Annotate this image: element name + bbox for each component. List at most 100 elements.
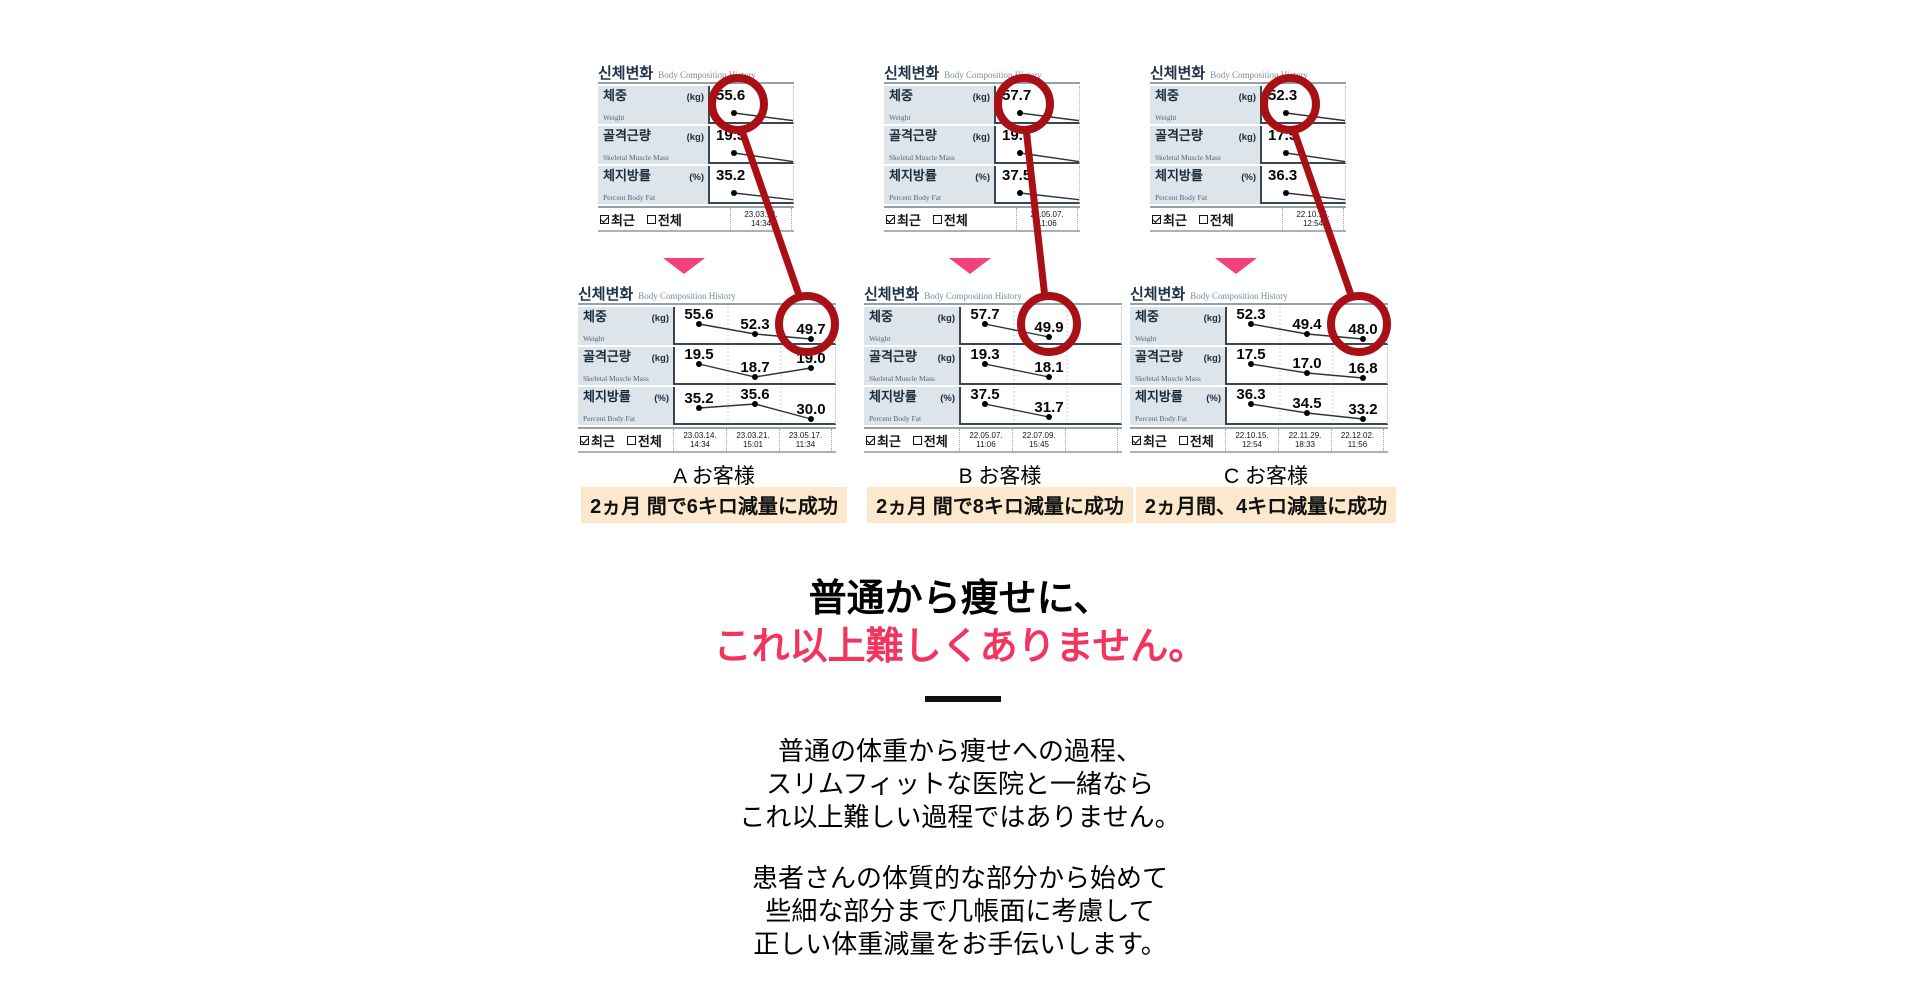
row-unit: (%) <box>1206 393 1221 404</box>
measurement-date: 22.11.29.18:33 <box>1278 429 1331 451</box>
row-unit: (%) <box>975 172 990 183</box>
table-title: 신체변화 Body Composition History <box>1150 62 1346 84</box>
row-label-en: Weight <box>603 113 625 122</box>
all-label: 전체 <box>943 212 968 228</box>
row-label-ko: 체지방률 <box>869 389 917 404</box>
row-unit: (kg) <box>1238 132 1256 143</box>
paragraph-line: 些細な部分まで几帳面に考慮して <box>765 896 1155 926</box>
row-unit: (%) <box>689 172 704 183</box>
table-footer: 최근 전체 23.03.14. 14:34 <box>598 206 794 232</box>
row-label-en: Skeletal Muscle Mass <box>603 153 669 162</box>
row-label-ko: 체지방률 <box>1155 168 1203 183</box>
table-title: 신체변화 Body Composition History <box>578 283 836 305</box>
muscle-value: 19.5 <box>684 347 714 363</box>
row-label-en: Percent Body Fat <box>869 414 922 423</box>
all-option: 전체 <box>626 431 662 450</box>
fat-value: 35.6 <box>740 387 770 403</box>
customer-column-c: 신체변화 Body Composition History 체중(kg) Wei… <box>1116 62 1416 532</box>
chart-cell: 19.5 <box>708 126 794 164</box>
all-option: 전체 <box>932 210 968 229</box>
filter-options: 최근 전체 <box>578 429 673 451</box>
muscle-value: 18.1 <box>1034 359 1064 376</box>
all-label: 전체 <box>1189 433 1214 449</box>
weight-value: 57.7 <box>1002 87 1032 104</box>
chart-cell: 55.6 52.3 49.7 <box>673 307 836 345</box>
row-label-ko: 체중 <box>583 309 607 324</box>
table-title-en: Body Composition History <box>944 70 1042 80</box>
row-muscle: 골격근량(kg) Skeletal Muscle Mass 17.5 17.0 … <box>1130 347 1388 385</box>
row-label-en: Skeletal Muscle Mass <box>869 374 935 383</box>
table-title: 신체변화 Body Composition History <box>598 62 794 84</box>
paragraph-line: これ以上難しい過程ではありません。 <box>739 802 1181 832</box>
time: 14:34 <box>750 219 772 228</box>
chart-cell: 19.3 18.1 <box>959 347 1122 385</box>
trend-line <box>696 387 814 423</box>
inbody-screenshot-before-a: 신체변화 Body Composition History 체중(kg) Wei… <box>598 62 794 232</box>
fat-value: 35.2 <box>684 390 714 407</box>
table-title: 신체변화 Body Composition History <box>1130 283 1388 305</box>
row-unit: (kg) <box>937 313 955 324</box>
recent-option: 최근 <box>866 431 901 450</box>
inbody-screenshot-after-b: 신체변화 Body Composition History 체중(kg) Wei… <box>864 283 1122 453</box>
weight-value: 49.4 <box>1292 316 1322 333</box>
weight-value: 49.9 <box>1034 319 1064 336</box>
row-unit: (kg) <box>686 132 704 143</box>
row-label-ko: 골격근량 <box>1155 128 1203 143</box>
row-unit: (kg) <box>1238 92 1256 103</box>
row-label-ko: 체중 <box>1135 309 1159 324</box>
customer-label: A お客様 <box>673 465 755 488</box>
row-unit: (%) <box>1241 172 1256 183</box>
checked-checkbox-icon <box>580 435 589 445</box>
all-option: 전체 <box>646 210 682 229</box>
all-option: 전체 <box>912 431 948 450</box>
table-footer: 최근 전체 22.05.07.11:06 22.07.09.15:45 <box>864 427 1122 453</box>
fat-value: 35.2 <box>716 167 746 184</box>
chart-cell: 57.7 49.9 <box>959 307 1122 345</box>
chart-cell: 35.2 35.6 30.0 <box>673 387 836 425</box>
inbody-screenshot-before-b: 신체변화 Body Composition History 체중(kg) Wei… <box>884 62 1080 232</box>
row-label-en: Percent Body Fat <box>583 414 636 423</box>
trend-line <box>982 347 1068 383</box>
row-label-ko: 체중 <box>869 309 893 324</box>
trend-line <box>696 347 814 383</box>
measurement-date: 23.03.21.15:01 <box>726 429 779 451</box>
fat-value: 34.5 <box>1292 395 1322 412</box>
muscle-value: 17.0 <box>1292 355 1322 372</box>
row-unit: (%) <box>654 393 669 404</box>
muscle-value: 18.7 <box>740 359 770 376</box>
result-caption: 2ヵ月間、4キロ減量に成功 <box>1135 487 1397 523</box>
paragraph-line: 正しい体重減量をお手伝いします。 <box>753 929 1167 959</box>
muscle-value: 17.5 <box>1268 127 1298 144</box>
body-paragraph-1: 普通の体重から痩せへの過程、 スリムフィットな医院と一緒なら これ以上難しい過程… <box>0 735 1920 834</box>
fat-value: 37.5 <box>970 387 1000 403</box>
row-fat: 체지방률(%) Percent Body Fat 36.3 <box>1150 166 1346 204</box>
row-label: 체중(kg) Weight <box>1150 86 1260 124</box>
result-caption: 2ヵ月 間で6キロ減量に成功 <box>581 487 847 523</box>
trend-line <box>1248 347 1366 383</box>
measurement-date: 22.07.09.15:45 <box>1012 429 1065 451</box>
row-label: 골격근량(kg) Skeletal Muscle Mass <box>578 347 673 385</box>
weight-value: 57.7 <box>970 307 1000 323</box>
chart-cell: 36.3 <box>1260 166 1346 204</box>
row-weight: 체중(kg) Weight 52.3 49.4 48.0 <box>1130 307 1388 345</box>
row-label-en: Skeletal Muscle Mass <box>889 153 955 162</box>
chart-cell: 35.2 <box>708 166 794 204</box>
weight-value: 55.6 <box>684 307 714 323</box>
result-caption-wrap: 2ヵ月 間で8キロ減量に成功 <box>840 487 1160 523</box>
row-label-ko: 체중 <box>889 88 913 103</box>
table-title: 신체변화 Body Composition History <box>884 62 1080 84</box>
row-fat: 체지방률(%) Percent Body Fat 35.2 <box>598 166 794 204</box>
body-paragraph-2: 患者さんの体質的な部分から始めて 些細な部分まで几帳面に考慮して 正しい体重減量… <box>0 862 1920 961</box>
measurement-date: 23.03.14.14:34 <box>673 429 726 451</box>
unchecked-checkbox-icon <box>1198 214 1208 224</box>
checked-checkbox-icon <box>600 214 609 224</box>
table-title-ko: 신체변화 <box>884 65 940 82</box>
table-title-ko: 신체변화 <box>1150 65 1206 82</box>
weight-value: 55.6 <box>716 87 746 104</box>
paragraph-line: スリムフィットな医院と一緒なら <box>766 769 1154 799</box>
row-label-ko: 골격근량 <box>1135 349 1183 364</box>
chart-cell: 37.5 <box>994 166 1080 204</box>
row-label: 체지방률(%) Percent Body Fat <box>1130 387 1225 425</box>
row-label-en: Skeletal Muscle Mass <box>583 374 649 383</box>
down-arrow-icon <box>949 258 991 274</box>
